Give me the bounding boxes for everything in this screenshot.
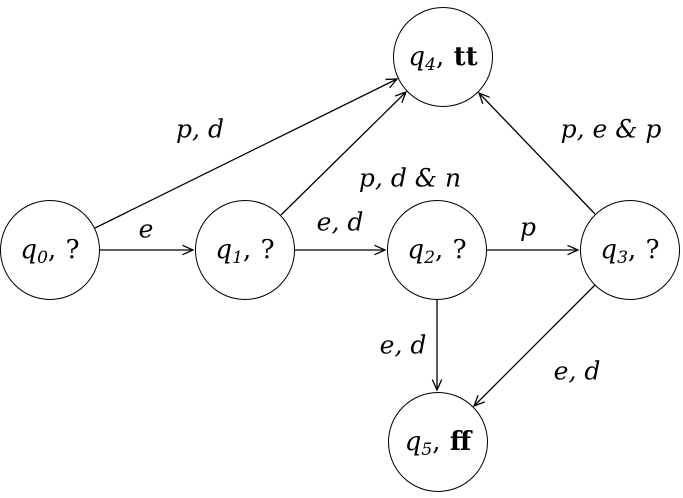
state-label-q2: q2,? bbox=[407, 235, 467, 268]
state-node-q0: q0,? bbox=[0, 200, 100, 300]
edge-q1-q4 bbox=[280, 92, 406, 216]
edge-label-q1-q4: p, d & n bbox=[358, 163, 462, 193]
state-node-q5: q5,ff bbox=[388, 392, 488, 492]
edge-q3-q5 bbox=[474, 284, 596, 406]
state-label-q4: q4,tt bbox=[408, 42, 478, 75]
edge-label-q1-q2: e, d bbox=[316, 207, 364, 237]
edge-label-q2-q3: p bbox=[519, 212, 537, 242]
state-label-q3: q3,? bbox=[600, 235, 660, 268]
state-node-q3: q3,? bbox=[580, 200, 680, 300]
state-node-q2: q2,? bbox=[387, 200, 487, 300]
edge-label-q0-q4: p, d bbox=[176, 114, 224, 144]
edge-q3-q4 bbox=[479, 93, 596, 215]
edge-label-q3-q5: e, d bbox=[553, 356, 601, 386]
edge-label-q3-q4: p, e & p bbox=[560, 114, 662, 144]
state-label-q0: q0,? bbox=[20, 235, 80, 268]
edge-q0-q4 bbox=[94, 79, 397, 229]
state-label-q5: q5,ff bbox=[404, 427, 472, 460]
edge-label-q2-q5: e, d bbox=[379, 330, 427, 360]
state-node-q4: q4,tt bbox=[393, 7, 493, 107]
edge-label-q0-q1: e bbox=[138, 214, 154, 244]
state-node-q1: q1,? bbox=[195, 200, 295, 300]
state-label-q1: q1,? bbox=[215, 235, 275, 268]
